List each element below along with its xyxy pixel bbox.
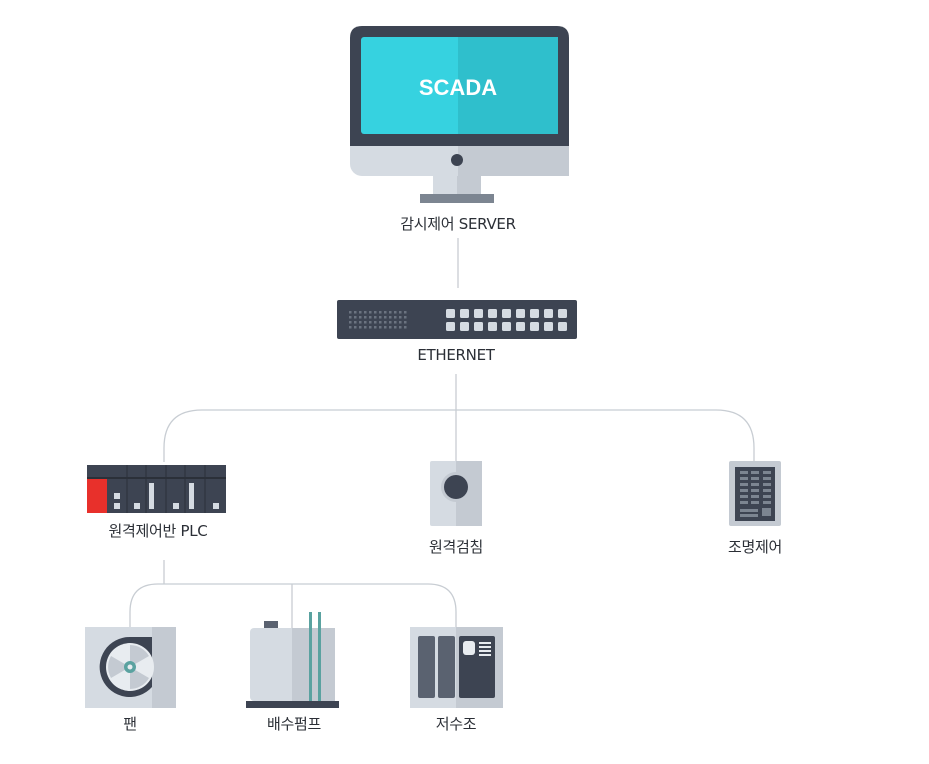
plc-fields-branch — [129, 583, 457, 628]
server-label: 감시제어 SERVER — [400, 215, 516, 233]
drainage-pump-icon — [246, 612, 339, 708]
tank-label: 저수조 — [435, 715, 477, 733]
fan-label: 팬 — [123, 715, 137, 733]
switch-ports — [446, 309, 567, 331]
lighting-keypad — [740, 471, 771, 517]
connection-lines — [129, 238, 755, 628]
scada-screen-text: SCADA — [419, 75, 497, 100]
water-tank-icon — [410, 627, 503, 708]
lighting-label: 조명제어 — [727, 538, 783, 556]
fan-icon — [85, 627, 176, 708]
plc-label: 원격제어반 PLC — [108, 522, 208, 540]
plc-rack-icon — [87, 465, 226, 513]
scada-monitor-icon — [350, 26, 569, 203]
switch-plc-lighting-branch — [163, 409, 755, 462]
meter-label: 원격검침 — [428, 538, 484, 556]
lighting-control-icon — [729, 461, 781, 526]
switch-vent-holes — [349, 311, 407, 329]
ethernet-switch-icon — [337, 300, 577, 339]
remote-meter-icon — [430, 461, 482, 526]
pump-label: 배수펌프 — [266, 715, 322, 733]
ethernet-label: ETHERNET — [417, 346, 495, 364]
